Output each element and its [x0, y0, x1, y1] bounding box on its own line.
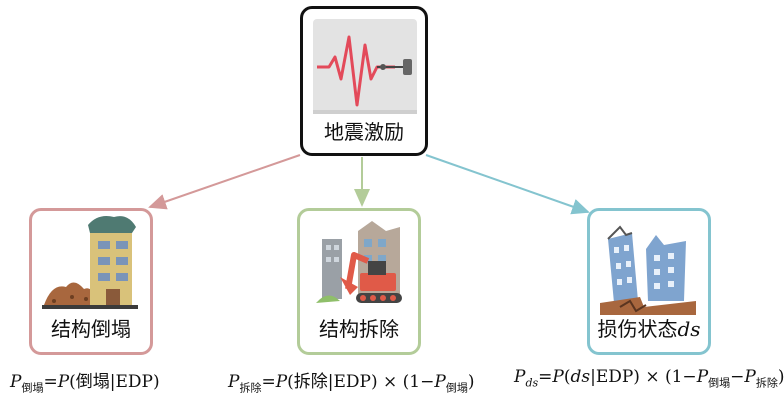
demolition-excavator-icon: [316, 221, 402, 303]
arrow-to-collapse: [148, 154, 301, 210]
damaged-buildings-icon: [600, 225, 696, 315]
damage-state-node: 损伤状态ds: [587, 208, 711, 355]
damage-state-label: 损伤状态ds: [597, 317, 701, 341]
seismic-excitation-label: 地震激励: [324, 120, 404, 144]
seismic-excitation-node: 地震激励: [300, 6, 428, 156]
structural-demolition-label: 结构拆除: [319, 317, 399, 341]
demolition-probability-formula: P拆除=P(拆除|EDP) × (1−P倒塌): [228, 372, 475, 395]
damage-state-probability-formula: Pds=P(ds|EDP) × (1−P倒塌−P拆除): [514, 367, 784, 390]
collapsed-building-icon: [42, 216, 138, 309]
structural-demolition-node: 结构拆除: [297, 208, 421, 355]
structural-collapse-label: 结构倒塌: [51, 317, 131, 341]
collapse-probability-formula: P倒塌=P(倒塌|EDP): [10, 372, 160, 395]
arrow-to-damage-state: [425, 154, 590, 215]
seismograph-icon: [313, 19, 417, 114]
structural-collapse-node: 结构倒塌: [29, 208, 153, 355]
